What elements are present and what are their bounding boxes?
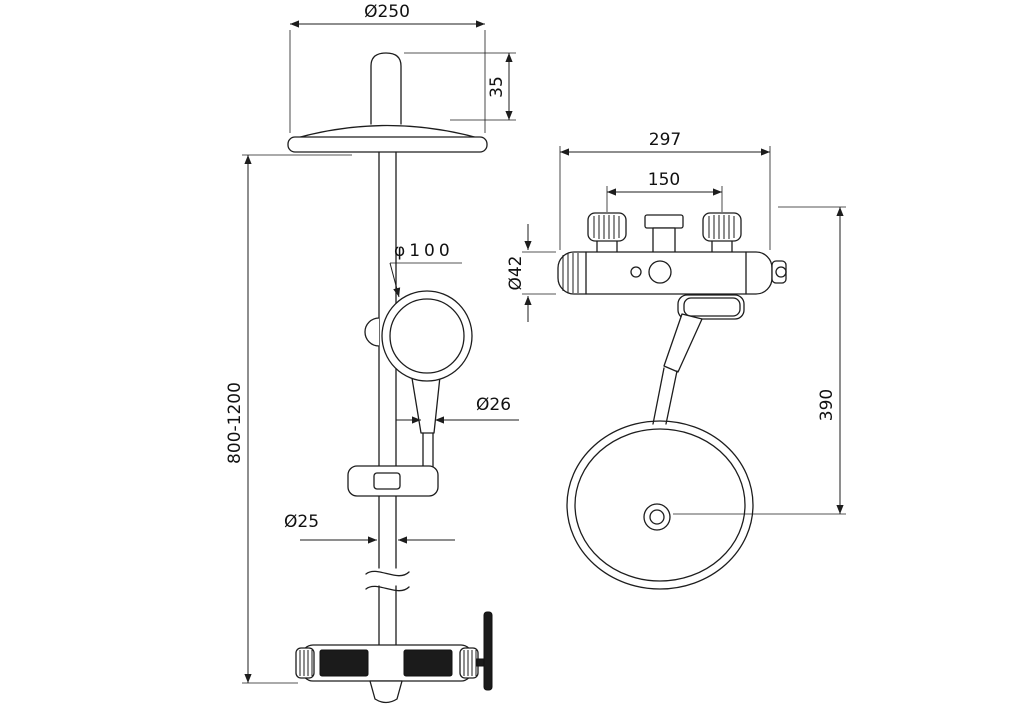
dim-body-diameter: Ø42: [506, 224, 556, 322]
hand-shower-outer: [381, 290, 473, 382]
dim-hose-drop: 390: [673, 206, 846, 515]
hand-shower-spray-face: [389, 298, 465, 374]
dim-height-range: 800-1200: [225, 154, 352, 684]
holder-bump: [364, 317, 380, 347]
dim-overall-width: 297: [559, 130, 771, 250]
riser-elbow: [370, 52, 402, 125]
dim-label-hose-drop: 390: [817, 389, 837, 421]
hand-shower: [381, 290, 473, 382]
mixer-cap-right: [459, 647, 479, 679]
mixer-inlay-right: [403, 649, 453, 677]
dim-handle-spacing: 150: [606, 170, 723, 212]
side-view: 297 150 Ø42 390: [506, 130, 846, 590]
mixer-valve-side: [557, 251, 787, 295]
head-rim: [287, 136, 488, 153]
dim-label-overall-width: 297: [649, 130, 681, 150]
mixer-spout: [369, 680, 403, 704]
mixer-body-side: [557, 251, 773, 295]
hose-fitting-inner: [649, 509, 665, 525]
hand-shower-handle-side: [663, 313, 703, 373]
dim-label-body-diameter: Ø42: [506, 255, 526, 290]
head-dome: [292, 124, 483, 140]
dim-label-head-diameter: Ø250: [364, 2, 410, 22]
dim-label-handle-spacing: 150: [648, 170, 680, 190]
mixer-inlay-left: [319, 649, 369, 677]
dim-hand-shower-diameter: φ100: [389, 241, 462, 298]
front-view: Ø250 35 φ100 Ø26 Ø25: [225, 2, 519, 704]
dim-head-offset: 35: [404, 52, 516, 121]
pipe-break: [365, 570, 410, 592]
hose-fitting-outer: [643, 503, 671, 531]
mixer-handle-right: [702, 212, 742, 254]
temperature-end-cap: [771, 260, 787, 284]
overhead-shower-head: [287, 124, 488, 153]
dim-label-hand-shower: φ100: [394, 241, 454, 261]
dim-hose-diameter: Ø26: [396, 395, 519, 424]
body-detail-circle: [630, 266, 642, 278]
dim-label-pipe: Ø25: [284, 512, 319, 532]
hand-shower-side: [663, 294, 745, 373]
dim-label-head-offset: 35: [487, 76, 507, 98]
hose-drop-lines: [652, 367, 678, 425]
mixer-handle-left: [587, 212, 627, 254]
mixer-lever: [483, 611, 493, 691]
diverter-knob: [648, 260, 672, 284]
mixer-valve-front: [295, 611, 493, 704]
dim-label-height-range: 800-1200: [225, 382, 245, 464]
dim-label-hose: Ø26: [476, 395, 511, 415]
column-connector: [644, 214, 684, 255]
hand-shower-hose: [422, 432, 434, 468]
hose-loop: [566, 420, 754, 590]
slide-bracket: [347, 465, 439, 497]
dim-head-diameter: Ø250: [289, 2, 486, 133]
dim-pipe-diameter: Ø25: [284, 512, 455, 544]
mixer-cap-left: [295, 647, 315, 679]
